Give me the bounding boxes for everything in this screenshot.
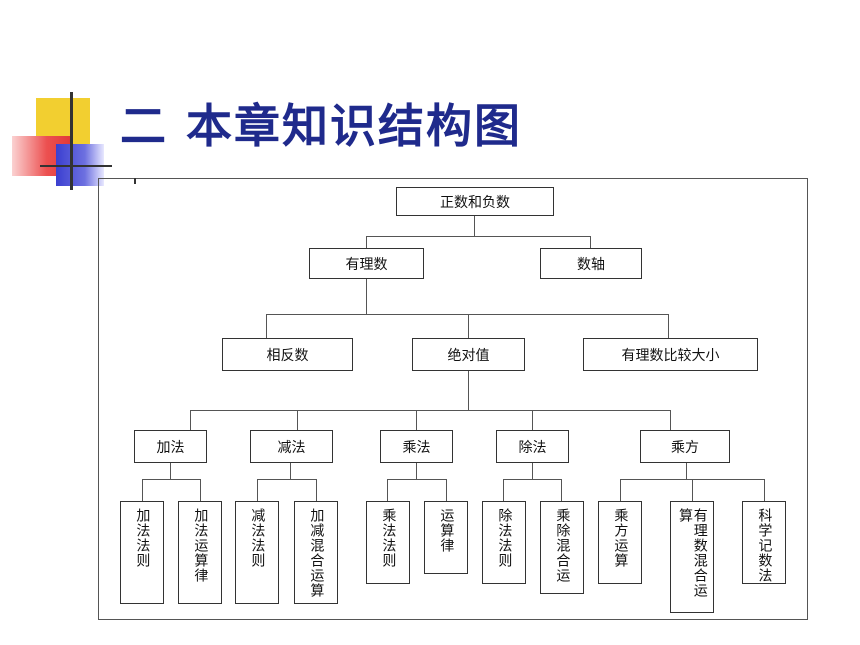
connector bbox=[446, 479, 447, 501]
connector bbox=[257, 479, 316, 480]
connector bbox=[692, 479, 693, 501]
connector bbox=[532, 410, 533, 430]
connector bbox=[764, 479, 765, 501]
connector bbox=[316, 479, 317, 501]
connector bbox=[142, 479, 143, 501]
connector bbox=[200, 479, 201, 501]
connector bbox=[590, 236, 591, 248]
connector bbox=[366, 279, 367, 314]
diagram-frame bbox=[98, 178, 808, 620]
connector bbox=[686, 463, 687, 479]
node-rational: 有理数 bbox=[309, 248, 424, 279]
page-title: 二 本章知识结构图 bbox=[120, 99, 523, 153]
connector bbox=[190, 410, 191, 430]
connector bbox=[297, 410, 298, 430]
connector bbox=[366, 236, 367, 248]
node-addition-law: 加法运算律 bbox=[178, 501, 222, 604]
node-addition: 加法 bbox=[134, 430, 207, 463]
node-opposite: 相反数 bbox=[222, 338, 353, 371]
connector bbox=[257, 479, 258, 501]
connector bbox=[290, 463, 291, 479]
connector bbox=[670, 410, 671, 430]
node-rational-mixed: 有理数混合运算 bbox=[670, 501, 714, 613]
connector bbox=[142, 479, 200, 480]
node-positive-negative: 正数和负数 bbox=[396, 187, 554, 216]
connector bbox=[620, 479, 621, 501]
node-scientific-notation: 科学记数法 bbox=[742, 501, 786, 584]
node-number-axis: 数轴 bbox=[540, 248, 642, 279]
connector bbox=[170, 463, 171, 479]
node-compare-rational: 有理数比较大小 bbox=[583, 338, 758, 371]
connector bbox=[387, 479, 446, 480]
node-mul-div-mixed: 乘除混合运 bbox=[540, 501, 584, 594]
node-subtraction: 减法 bbox=[250, 430, 333, 463]
node-division-rule: 除法法则 bbox=[482, 501, 526, 584]
connector bbox=[266, 314, 267, 338]
frame-tick bbox=[134, 178, 136, 184]
node-subtraction-rule: 减法法则 bbox=[235, 501, 279, 604]
node-absolute-value: 绝对值 bbox=[412, 338, 525, 371]
node-multiplication: 乘法 bbox=[380, 430, 453, 463]
connector bbox=[561, 479, 562, 501]
node-power-operation: 乘方运算 bbox=[598, 501, 642, 584]
connector bbox=[468, 371, 469, 410]
decor-vertical-line bbox=[70, 92, 73, 190]
node-division: 除法 bbox=[496, 430, 569, 463]
connector bbox=[416, 463, 417, 479]
connector bbox=[266, 314, 668, 315]
connector bbox=[416, 410, 417, 430]
connector bbox=[468, 314, 469, 338]
connector bbox=[668, 314, 669, 338]
node-multiplication-rule: 乘法法则 bbox=[366, 501, 410, 584]
node-power: 乘方 bbox=[640, 430, 730, 463]
connector bbox=[532, 463, 533, 479]
node-operation-law: 运算律 bbox=[424, 501, 468, 574]
node-addition-rule: 加法法则 bbox=[120, 501, 164, 604]
connector bbox=[366, 236, 590, 237]
connector bbox=[474, 216, 475, 236]
decor-horizontal-line bbox=[40, 165, 112, 167]
node-add-sub-mixed: 加减混合运算 bbox=[294, 501, 338, 604]
connector bbox=[503, 479, 561, 480]
connector bbox=[387, 479, 388, 501]
connector bbox=[503, 479, 504, 501]
connector bbox=[190, 410, 670, 411]
